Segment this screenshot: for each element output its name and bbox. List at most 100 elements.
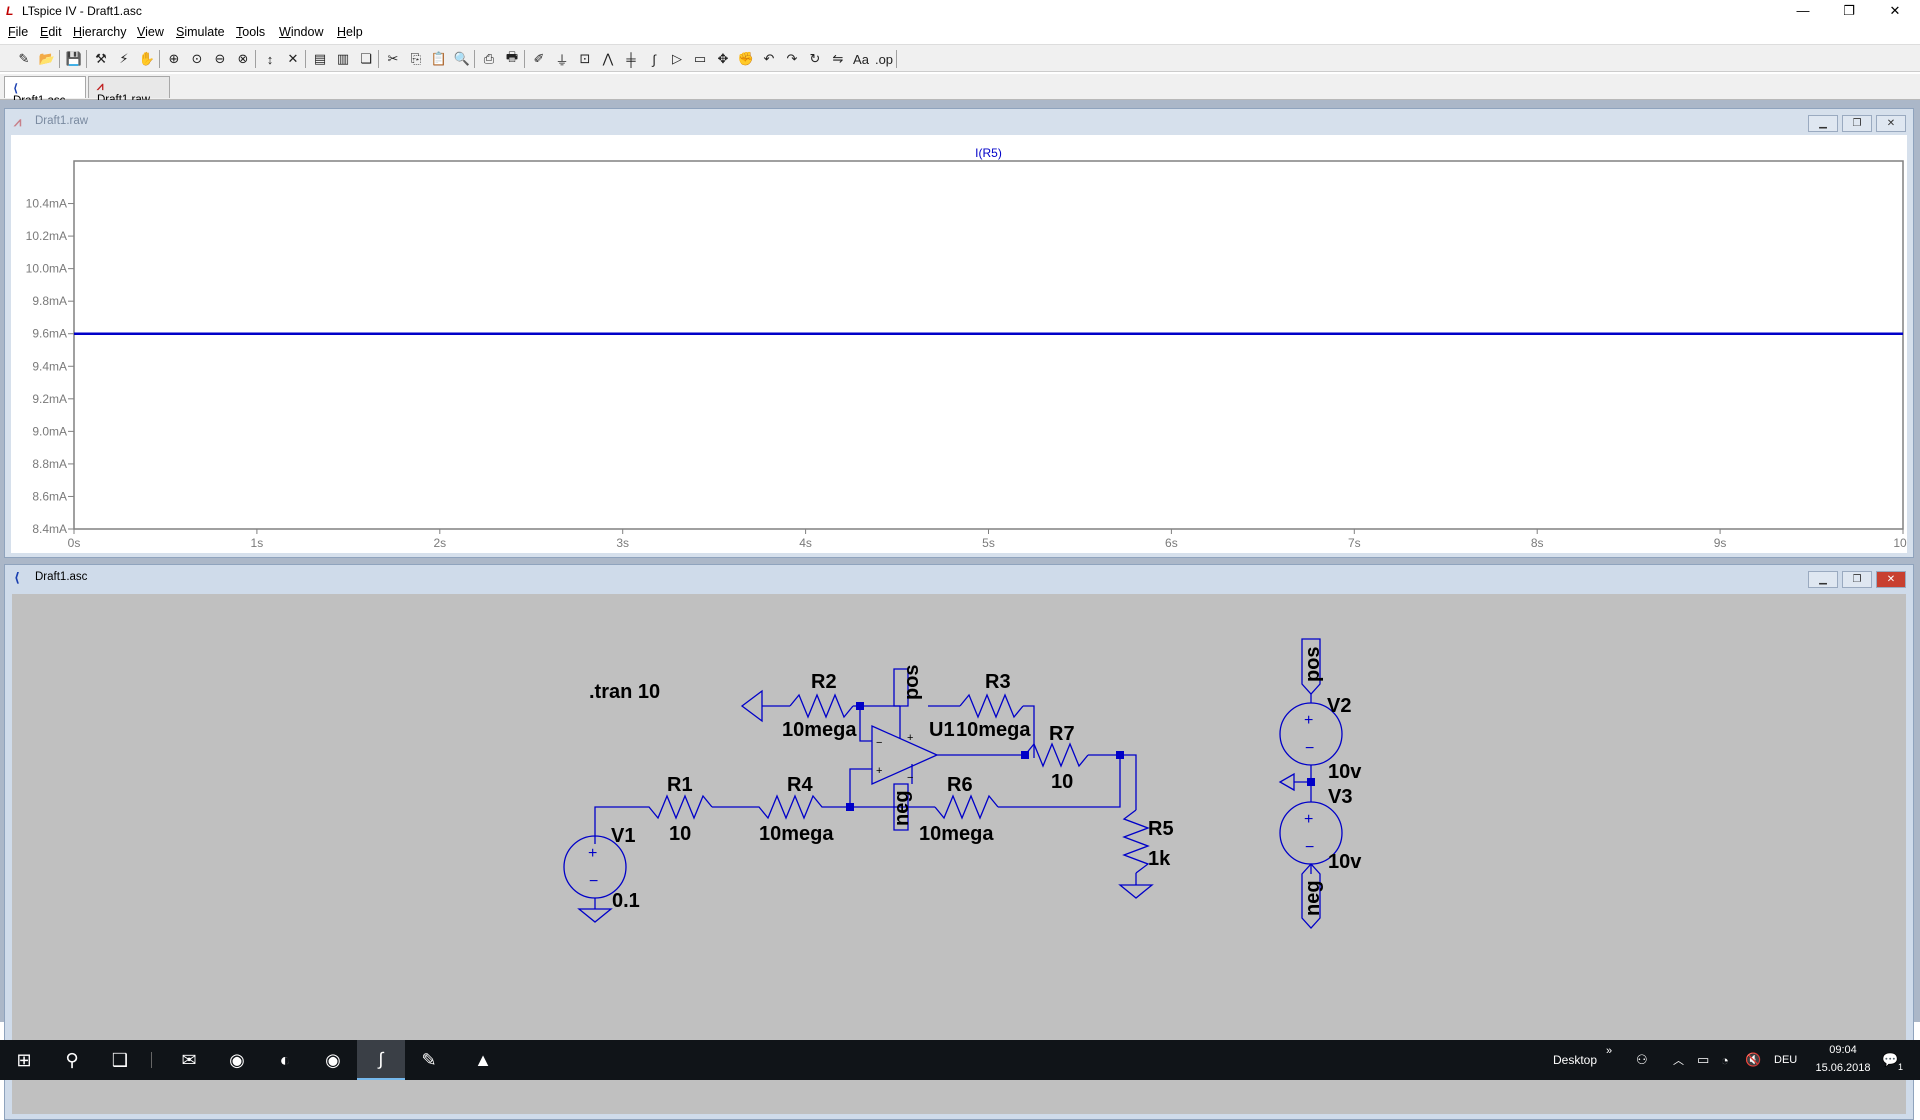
tab-draft1-raw[interactable]: ⩘Draft1.raw bbox=[88, 76, 170, 106]
cascade-icon[interactable]: ❏ bbox=[360, 51, 372, 66]
resistor-r5-symbol[interactable] bbox=[1122, 809, 1150, 874]
resistor-r6-symbol[interactable] bbox=[934, 794, 999, 820]
net-flag-pos-v2[interactable] bbox=[1301, 638, 1321, 695]
waveform-restore-button[interactable]: ❐ bbox=[1842, 115, 1872, 132]
volume-icon[interactable]: 🔇 bbox=[1745, 1052, 1762, 1067]
firefox-alt-icon[interactable]: ◉ bbox=[325, 1049, 341, 1070]
thunderbird-icon[interactable]: ◐ bbox=[279, 1049, 291, 1070]
desktop-toolbar-label[interactable]: Desktop bbox=[1553, 1053, 1598, 1067]
schematic-minimize-button[interactable]: ▁ bbox=[1808, 571, 1838, 588]
save-icon[interactable]: 💾 bbox=[65, 51, 83, 66]
mirror-icon[interactable]: ⇋ bbox=[832, 51, 844, 66]
menu-hierarchy[interactable]: Hierarchy bbox=[73, 25, 127, 39]
control-panel-icon[interactable]: ⚒ bbox=[95, 51, 107, 66]
restore-button[interactable]: ❐ bbox=[1843, 3, 1855, 18]
waveform-minimize-button[interactable]: ▁ bbox=[1808, 115, 1838, 132]
desktop-chevron-icon[interactable]: » bbox=[1606, 1045, 1613, 1057]
print-setup-icon[interactable]: ⎙ bbox=[483, 51, 495, 66]
tile-vertical-icon[interactable]: ▥ bbox=[336, 51, 350, 66]
resistor-r7-symbol[interactable] bbox=[1024, 742, 1089, 768]
menu-simulate[interactable]: Simulate bbox=[176, 25, 225, 39]
wire[interactable] bbox=[1023, 705, 1035, 758]
redo-icon[interactable]: ↷ bbox=[786, 51, 798, 66]
menu-help[interactable]: Help bbox=[337, 25, 363, 39]
label-icon[interactable]: ⊡ bbox=[579, 51, 591, 66]
zoom-in-icon[interactable]: ⊕ bbox=[168, 51, 180, 66]
diode-icon[interactable]: ▷ bbox=[672, 51, 682, 66]
language-indicator[interactable]: DEU bbox=[1774, 1054, 1798, 1066]
zoom-pan-icon[interactable]: ⊙ bbox=[191, 51, 203, 66]
run-icon[interactable]: ⚡ bbox=[119, 51, 129, 66]
battery-icon[interactable]: ▭ bbox=[1697, 1052, 1710, 1067]
ground-icon[interactable]: ⏚ bbox=[555, 52, 569, 68]
junction-dot[interactable] bbox=[856, 702, 864, 710]
resistor-r3-symbol[interactable] bbox=[959, 693, 1024, 719]
delete-plot-icon[interactable]: ✕ bbox=[287, 51, 299, 66]
schematic-window-titlebar[interactable]: ⟨ Draft1.asc ▁ ❐ ✕ bbox=[5, 565, 1913, 591]
wire[interactable] bbox=[849, 768, 872, 807]
schematic-canvas[interactable]: + − + − + − − + + − .tran 10 R2 10 bbox=[12, 594, 1906, 1114]
schematic-drawing[interactable]: + − + − + − − + + − .tran 10 R2 10 bbox=[12, 594, 1906, 1114]
undo-icon[interactable]: ↶ bbox=[763, 51, 775, 66]
wire[interactable] bbox=[1120, 754, 1137, 810]
new-schematic-icon[interactable]: ✎ bbox=[18, 51, 30, 66]
task-view-icon[interactable]: ❑ bbox=[111, 1049, 129, 1070]
close-button[interactable]: ✕ bbox=[1889, 3, 1901, 18]
tray-overflow-icon[interactable]: ︿ bbox=[1673, 1055, 1684, 1067]
menu-tools[interactable]: Tools bbox=[236, 25, 266, 39]
photos-icon[interactable]: ▲ bbox=[474, 1049, 492, 1070]
zoom-fit-icon[interactable]: ⊗ bbox=[237, 51, 249, 66]
cut-icon[interactable]: ✂ bbox=[387, 51, 399, 66]
autorange-icon[interactable]: ↕ bbox=[266, 51, 274, 67]
resistor-icon[interactable]: ⋀ bbox=[602, 51, 614, 66]
copy-icon[interactable]: ⎘ bbox=[410, 51, 422, 66]
halt-icon[interactable]: ✋ bbox=[138, 51, 156, 66]
waveform-plot[interactable]: 8.4mA8.6mA8.8mA9.0mA9.2mA9.4mA9.6mA9.8mA… bbox=[11, 135, 1907, 553]
notification-center-icon[interactable]: 💬 bbox=[1882, 1052, 1899, 1067]
ground-r5-symbol[interactable] bbox=[1118, 884, 1154, 899]
junction-dot[interactable] bbox=[846, 803, 854, 811]
net-flag-neg-u1[interactable] bbox=[893, 783, 909, 831]
start-icon[interactable]: ⊞ bbox=[16, 1049, 32, 1070]
resistor-r1-symbol[interactable] bbox=[594, 794, 713, 844]
resistor-r4-symbol[interactable] bbox=[712, 794, 850, 820]
clock-time[interactable]: 09:04 bbox=[1829, 1044, 1857, 1056]
waveform-window-titlebar[interactable]: ⩘ Draft1.raw ▁ ❐ ✕ bbox=[5, 109, 1913, 135]
find-icon[interactable]: 🔍 bbox=[453, 51, 471, 66]
people-icon[interactable]: ⚇ bbox=[1636, 1052, 1648, 1067]
ground-v2-symbol[interactable] bbox=[1278, 772, 1295, 792]
ground-r2-symbol[interactable] bbox=[740, 689, 763, 723]
junction-dot[interactable] bbox=[1307, 778, 1315, 786]
text-icon[interactable]: Aa bbox=[853, 51, 869, 67]
ltspice-icon[interactable]: ∫ bbox=[357, 1040, 405, 1080]
inductor-icon[interactable]: ∫ bbox=[652, 51, 656, 67]
wire-icon[interactable]: ✐ bbox=[533, 51, 545, 66]
menu-file[interactable]: File bbox=[8, 25, 29, 39]
net-flag-neg-v3[interactable] bbox=[1301, 863, 1321, 929]
tab-draft1-asc[interactable]: ⟨Draft1.asc bbox=[4, 76, 86, 107]
resistor-r2-symbol[interactable] bbox=[789, 693, 854, 719]
open-icon[interactable]: 📂 bbox=[38, 51, 56, 66]
wifi-icon[interactable]: ◔ bbox=[1721, 1052, 1729, 1068]
move-icon[interactable]: ✥ bbox=[717, 51, 729, 66]
drag-icon[interactable]: ✊ bbox=[737, 51, 755, 66]
waveform-close-button[interactable]: ✕ bbox=[1876, 115, 1906, 132]
tile-horizontal-icon[interactable]: ▤ bbox=[313, 51, 327, 66]
trace-label[interactable]: I(R5) bbox=[975, 146, 1002, 160]
search-icon[interactable]: ⚲ bbox=[65, 1049, 79, 1070]
menu-window[interactable]: Window bbox=[279, 25, 324, 39]
menu-edit[interactable]: Edit bbox=[40, 25, 62, 39]
minimize-button[interactable]: — bbox=[1796, 3, 1810, 18]
rotate-icon[interactable]: ↻ bbox=[809, 51, 821, 66]
opamp-u1-symbol[interactable] bbox=[871, 724, 939, 786]
menu-view[interactable]: View bbox=[137, 25, 164, 39]
component-icon[interactable]: ▭ bbox=[693, 51, 707, 66]
mail-icon[interactable]: ✉ bbox=[181, 1049, 197, 1070]
wire[interactable] bbox=[859, 706, 872, 742]
spice-directive-icon[interactable]: .op bbox=[874, 51, 894, 67]
net-flag-pos-u1[interactable] bbox=[893, 668, 909, 707]
paste-icon[interactable]: 📋 bbox=[430, 51, 448, 66]
ground-v1-symbol[interactable] bbox=[577, 908, 613, 923]
firefox-icon[interactable]: ◉ bbox=[229, 1049, 245, 1070]
